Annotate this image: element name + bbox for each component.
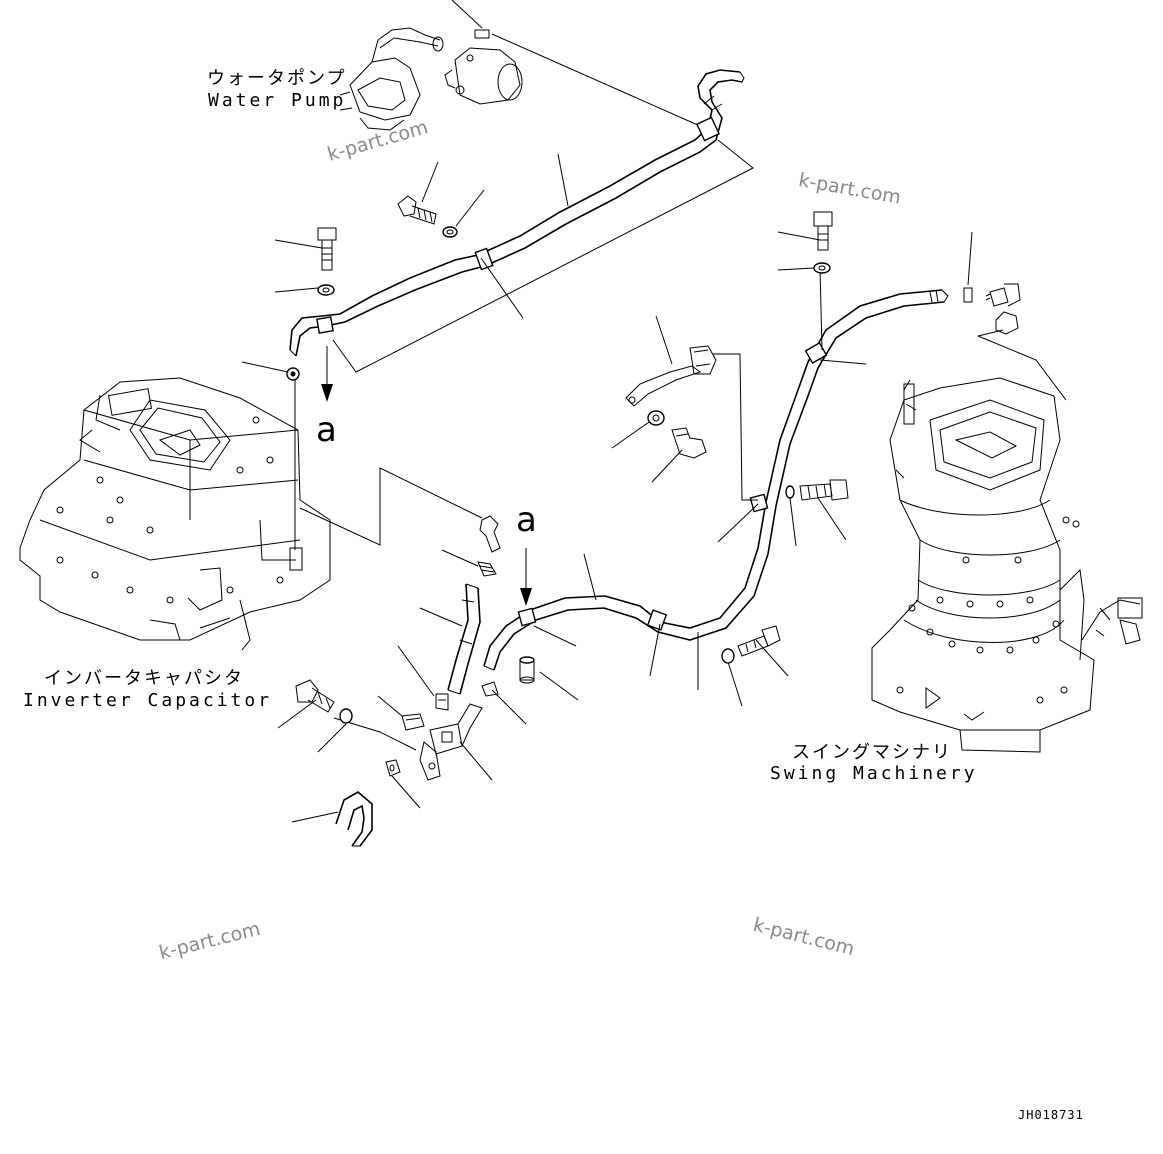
- connector-right: [963, 283, 1021, 335]
- curved-hose: [335, 791, 373, 847]
- collar: [519, 656, 535, 684]
- callout-a-upper: a: [316, 410, 337, 450]
- inverter-capacitor-drawing: [19, 377, 331, 651]
- upper-hose: [289, 69, 745, 357]
- bolt-right-top: [813, 211, 833, 251]
- swing-machinery-drawing: [871, 377, 1143, 753]
- lower-hose: [483, 289, 949, 671]
- fitting-elbow: [401, 713, 425, 731]
- water-pump-drawing: [339, 27, 523, 131]
- tee-valve: [419, 703, 483, 781]
- hose-clamp-2: [435, 693, 449, 711]
- water-pump-label-jp: ウォータポンプ: [207, 68, 347, 89]
- water-pump-label-en: Water Pump: [208, 90, 347, 111]
- short-hose: [447, 583, 481, 695]
- bolt-right-mid: [799, 479, 849, 501]
- bolt-upper-1: [397, 195, 437, 225]
- callout-a-lower: a: [516, 500, 537, 540]
- inverter-capacitor-label-en: Inverter Capacitor: [23, 690, 273, 711]
- drawing-code: JH018731: [1018, 1108, 1084, 1122]
- hose-clamp-small: [477, 561, 497, 577]
- swing-machinery-label-en: Swing Machinery: [770, 763, 978, 784]
- bolt-right-low: [737, 625, 781, 657]
- bolt-left-low: [295, 679, 335, 713]
- bracket: [625, 345, 717, 407]
- bolt-upper-2: [317, 227, 337, 271]
- nut-small: [385, 759, 401, 777]
- bolt-center: [671, 427, 707, 459]
- inverter-capacitor-label-jp: インバータキャパシタ: [44, 668, 244, 689]
- swing-machinery-label-jp: スイングマシナリ: [792, 742, 952, 763]
